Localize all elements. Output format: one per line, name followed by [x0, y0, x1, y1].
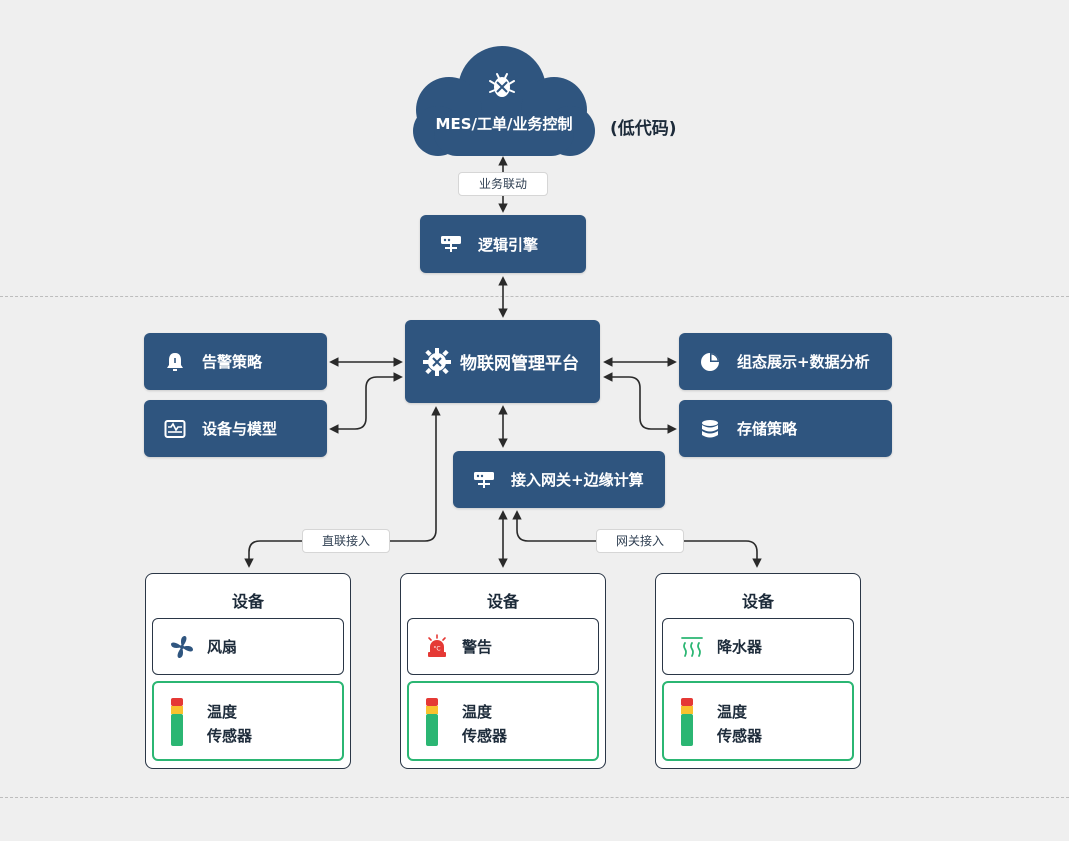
direct-access-label: 直联接入 [302, 529, 390, 553]
sensor-label-line2: 传感器 [717, 727, 763, 745]
gateway-access-label: 网关接入 [596, 529, 684, 553]
sensor-label-line2: 传感器 [462, 727, 508, 745]
logic-engine-node[interactable]: 逻辑引擎 [420, 215, 586, 273]
device-title: 设备 [231, 592, 264, 611]
alarm-policy-label: 告警策略 [202, 353, 263, 371]
gateway-edge-node[interactable]: 接入网关+边缘计算 [453, 451, 665, 508]
gateway-server-icon [473, 469, 495, 491]
logic-engine-label: 逻辑引擎 [478, 235, 539, 254]
cloud-label: MES/工单/业务控制 [435, 115, 573, 133]
device-card-cooler: 设备 降水器 温度 传感器 [655, 573, 861, 769]
actuator-label: 风扇 [207, 638, 238, 656]
alarm-light-icon: °C [424, 633, 450, 660]
bug-gear-icon [422, 347, 452, 377]
actuator-cooler[interactable]: 降水器 [662, 618, 854, 675]
storage-platform-connector [603, 372, 677, 434]
server-icon [440, 233, 462, 255]
gateway-edge-label: 接入网关+边缘计算 [511, 471, 644, 489]
sensor-label-line2: 传感器 [207, 727, 253, 745]
cloud-shape [413, 46, 595, 156]
temperature-sensor[interactable]: 温度 传感器 [152, 681, 344, 761]
actuator-alarm[interactable]: °C 警告 [407, 618, 599, 675]
actuator-label: 降水器 [717, 638, 763, 656]
bell-icon [164, 351, 186, 373]
signal-bar-icon [171, 698, 183, 746]
sensor-label-line1: 温度 [717, 703, 748, 721]
device-card-alarm: 设备 °C 警告 温度 传感器 [400, 573, 606, 769]
fan-icon [169, 634, 195, 660]
low-code-note: (低代码) [610, 119, 677, 139]
device-card-fan: 设备 风扇 温度 传感器 [145, 573, 351, 769]
temperature-sensor[interactable]: 温度 传感器 [407, 681, 599, 761]
storage-policy-node[interactable]: 存储策略 [679, 400, 892, 457]
database-icon [699, 418, 721, 440]
monitor-wave-icon [164, 418, 186, 440]
iot-platform-label: 物联网管理平台 [460, 354, 579, 374]
separator-top [0, 296, 1069, 297]
actuator-fan[interactable]: 风扇 [152, 618, 344, 675]
signal-bar-icon [681, 698, 693, 746]
separator-bottom [0, 797, 1069, 798]
visualization-label: 组态展示+数据分析 [737, 353, 870, 371]
model-platform-connector [329, 372, 403, 434]
pie-chart-icon [699, 351, 721, 373]
sensor-label-line1: 温度 [207, 703, 238, 721]
device-title: 设备 [741, 592, 774, 611]
svg-text:°C: °C [433, 645, 440, 652]
actuator-label: 警告 [462, 638, 493, 656]
signal-bar-icon [426, 698, 438, 746]
iot-platform-node[interactable]: 物联网管理平台 [405, 320, 600, 403]
sensor-label-line1: 温度 [462, 703, 493, 721]
device-model-node[interactable]: 设备与模型 [144, 400, 327, 457]
business-link-label: 业务联动 [458, 172, 548, 196]
storage-policy-label: 存储策略 [737, 420, 798, 438]
device-model-label: 设备与模型 [202, 420, 278, 438]
temperature-sensor[interactable]: 温度 传感器 [662, 681, 854, 761]
alarm-policy-node[interactable]: 告警策略 [144, 333, 327, 390]
visualization-node[interactable]: 组态展示+数据分析 [679, 333, 892, 390]
device-title: 设备 [486, 592, 519, 611]
heat-waves-icon [679, 634, 705, 660]
bug-icon [489, 73, 515, 97]
